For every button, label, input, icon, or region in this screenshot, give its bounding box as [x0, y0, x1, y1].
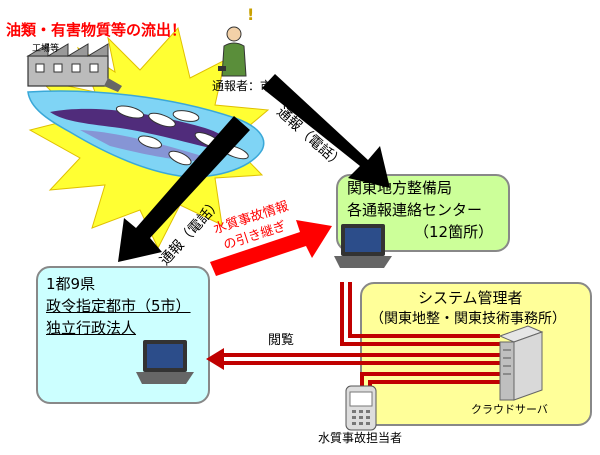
prefecture-line-2: 政令指定都市（5市） [46, 297, 191, 315]
system-line-2: （関東地整・関東技術事務所） [370, 311, 566, 327]
prefecture-line-1: 1都9県 [46, 275, 96, 293]
factory-icon [26, 43, 122, 92]
pollution-shape [50, 108, 233, 152]
officer-label: 水質事故担当者 [318, 431, 403, 445]
report-arrow-right [262, 74, 390, 188]
kanto-server-connector [340, 282, 500, 346]
kanto-laptop-icon [334, 224, 392, 268]
factory-label: 工場等 [32, 44, 60, 54]
report-arrow-left [118, 116, 250, 262]
kanto-regional-bureau-box [336, 174, 510, 252]
prefecture-line-3: 独立行政法人 [46, 319, 137, 337]
kanto-line-3: （12箇所） [414, 223, 494, 241]
exclaim-mark: ! [247, 5, 255, 24]
browse-arrow [206, 348, 502, 370]
kanto-line-2: 各通報連絡センター [347, 201, 483, 219]
prefecture-laptop-icon [136, 340, 194, 384]
system-line-1: システム管理者 [418, 289, 523, 307]
browse-label: 閲覧 [268, 333, 295, 348]
officer-server-connector [360, 372, 500, 386]
spill-alert-title: 油類・有害物質等の流出！ [6, 21, 187, 39]
mobile-phone-icon [345, 385, 377, 431]
handover-arrow [210, 220, 332, 276]
cloud-server-label: クラウドサーバ [471, 403, 548, 416]
cloud-server-icon [498, 325, 544, 401]
citizen-reporter-icon [218, 26, 247, 77]
